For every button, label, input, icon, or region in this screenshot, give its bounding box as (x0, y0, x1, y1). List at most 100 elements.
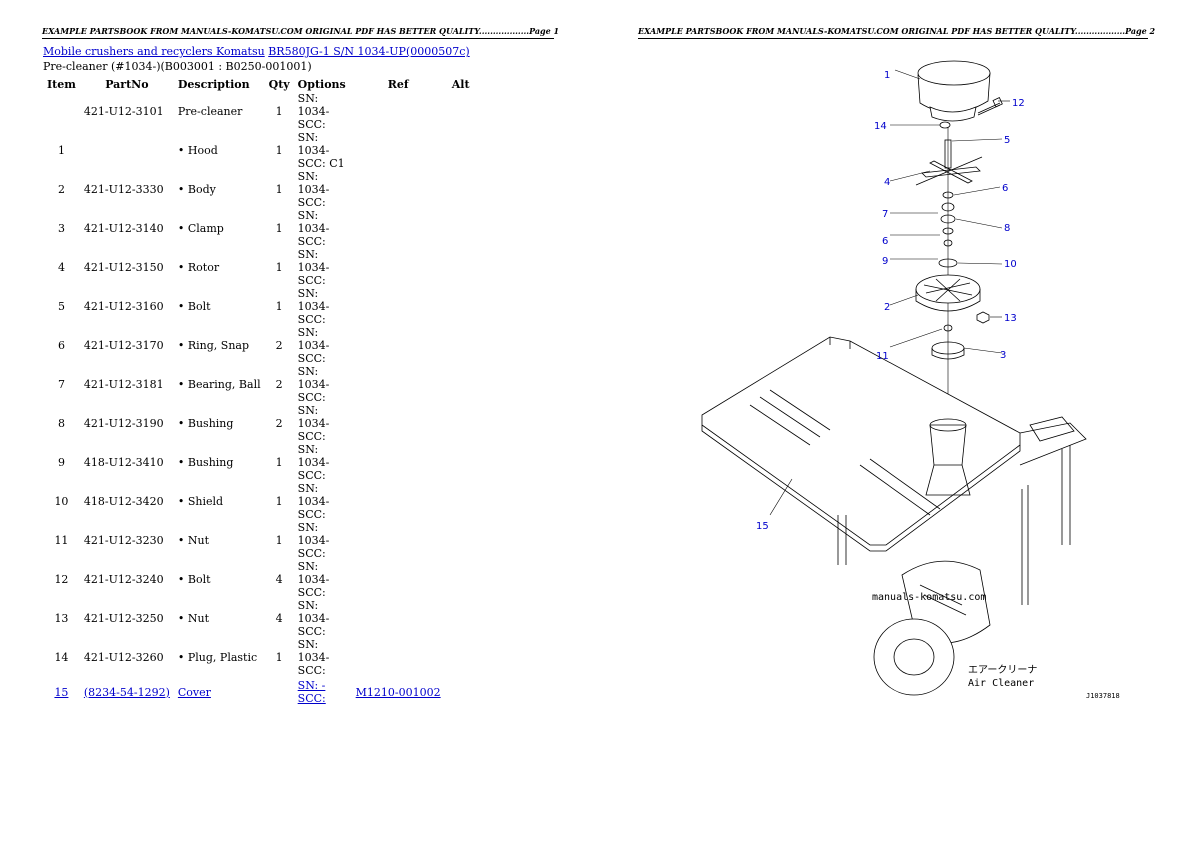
cell-item-text[interactable]: 15 (54, 685, 69, 699)
cell-item-text: 12 (54, 573, 69, 586)
cell-qty: 1 (265, 248, 294, 287)
option-line[interactable]: SN: - (297, 679, 326, 692)
table-header-row: Item PartNo Description Qty Options Ref … (43, 76, 477, 92)
cell-item-text: 6 (57, 339, 65, 352)
cell-qty: 2 (265, 365, 294, 404)
cell-alt (445, 560, 477, 599)
cell-options: SN: 1034-SCC: (294, 209, 352, 248)
cell-qty-text: 2 (275, 339, 283, 352)
cell-ref (352, 287, 445, 326)
option-line: SN: 1034- (297, 482, 330, 508)
cell-partno: 421-U12-3140 (80, 209, 174, 248)
cell-item-text: 4 (57, 261, 65, 274)
cell-description-text: • Ring, Snap (177, 339, 250, 352)
cell-options: SN: 1034-SCC: (294, 365, 352, 404)
cell-qty-text: 2 (275, 417, 283, 430)
cell-qty: 1 (265, 482, 294, 521)
cell-description: • Nut (174, 521, 265, 560)
cell-item: 13 (43, 599, 80, 638)
option-line: SCC: (297, 196, 326, 209)
cell-alt (445, 131, 477, 170)
cell-description-text: • Bolt (177, 573, 211, 586)
cell-alt (445, 209, 477, 248)
cell-ref (352, 560, 445, 599)
cell-ref (352, 404, 445, 443)
cell-partno-text: 418-U12-3410 (83, 456, 164, 469)
cell-item: 2 (43, 170, 80, 209)
cell-description: Pre-cleaner (174, 92, 265, 131)
cell-qty-text: 1 (275, 456, 283, 469)
cell-partno-text: 421-U12-3170 (83, 339, 164, 352)
cell-item: 9 (43, 443, 80, 482)
column-header-item: Item (47, 77, 76, 91)
option-line: SN: 1034- (297, 599, 330, 625)
cell-description-text: • Shield (177, 495, 224, 508)
cell-description-text: • Nut (177, 612, 210, 625)
table-row[interactable]: 15 (8234-54-1292) Cover SN: -SCC: M1210-0010… (43, 677, 477, 707)
cell-partno-text[interactable]: (8234-54-1292) (83, 685, 170, 699)
cell-item-text: 10 (54, 495, 69, 508)
cell-ref (352, 482, 445, 521)
cell-partno-text: 421-U12-3330 (83, 183, 164, 196)
cell-ref (352, 365, 445, 404)
option-line: SCC: (297, 469, 326, 482)
cell-description: • Hood (174, 131, 265, 170)
cell-alt (445, 287, 477, 326)
cell-item-text: 11 (54, 534, 69, 547)
page1-header: EXAMPLE PARTSBOOK FROM MANUALS-KOMATSU.C… (42, 26, 559, 39)
cell-description: • Clamp (174, 209, 265, 248)
diagram-code: J1037818 (1086, 692, 1120, 700)
callout-label: 2 (884, 302, 890, 313)
cell-partno: 421-U12-3160 (80, 287, 174, 326)
cell-description: • Shield (174, 482, 265, 521)
breadcrumb-link-series[interactable]: Mobile crushers and recyclers Komatsu (43, 45, 265, 58)
option-line: SN: 1034- (297, 560, 330, 586)
option-line[interactable]: SCC: (297, 692, 326, 705)
column-header-partno: PartNo (105, 77, 149, 91)
cell-ref (352, 599, 445, 638)
option-line: SCC: (297, 391, 326, 404)
cell-partno: 421-U12-3150 (80, 248, 174, 287)
cell-partno: 421-U12-3250 (80, 599, 174, 638)
breadcrumb: Mobile crushers and recyclers Komatsu BR… (43, 45, 470, 58)
breadcrumb-link-model[interactable]: BR580JG-1 S/N 1034-UP(0000507c) (268, 45, 470, 58)
cell-partno (80, 131, 174, 170)
cell-description-text[interactable]: Cover (177, 685, 211, 699)
cell-item: 6 (43, 326, 80, 365)
cell-ref (352, 443, 445, 482)
callout-label: 6 (882, 236, 888, 247)
option-line: SN: 1034- (297, 638, 330, 664)
cell-partno: 418-U12-3420 (80, 482, 174, 521)
cell-item-text: 13 (54, 612, 69, 625)
cell-partno: (8234-54-1292) (80, 677, 174, 707)
cell-ref (352, 248, 445, 287)
callout-label: 8 (1004, 223, 1010, 234)
cell-qty-text: 1 (275, 651, 283, 664)
watermark-text: manuals-komatsu.com (872, 592, 986, 603)
cell-partno-text: 421-U12-3181 (83, 378, 164, 391)
cell-ref (352, 209, 445, 248)
cell-item-text: 9 (57, 456, 65, 469)
callout-label: 12 (1012, 98, 1025, 109)
page2-header: EXAMPLE PARTSBOOK FROM MANUALS-KOMATSU.C… (638, 26, 1155, 39)
cell-description-text: • Bearing, Ball (177, 378, 261, 391)
option-line: SCC: (297, 118, 326, 131)
callout-label: 15 (756, 521, 769, 532)
callout-label: 11 (876, 351, 889, 362)
cell-options: SN: 1034-SCC: (294, 248, 352, 287)
option-line: SCC: (297, 430, 326, 443)
diagram-en-label: Air Cleaner (968, 678, 1034, 689)
cell-item-text: 3 (57, 222, 65, 235)
cell-alt (445, 92, 477, 131)
cell-qty: 1 (265, 287, 294, 326)
option-line: SCC: (297, 235, 326, 248)
cell-ref-text[interactable]: M1210-001002 (355, 685, 441, 699)
callout-label: 5 (1004, 135, 1010, 146)
cell-ref (352, 326, 445, 365)
cell-ref (352, 92, 445, 131)
